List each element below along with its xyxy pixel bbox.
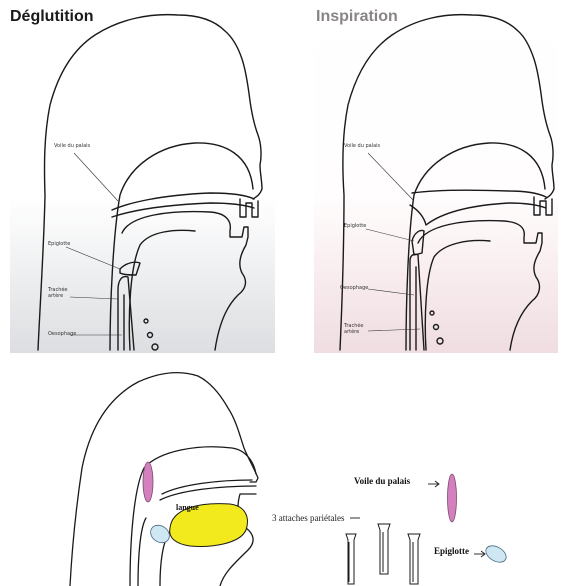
label-oesophage: Oesophage (340, 285, 368, 291)
label-voile-du-palais: Voile du palais (344, 143, 380, 149)
inspiration-head-drawing (314, 5, 558, 353)
epiglotte-shape (147, 522, 173, 547)
deglutition-title: Déglutition (10, 8, 94, 26)
deglutition-head-drawing (10, 5, 275, 353)
deglutition-panel: Déglutition Voile du palais Epiglotte Tr… (10, 5, 275, 353)
label-oesophage: Oesophage (48, 331, 76, 337)
label-epiglotte: Epiglotte (434, 546, 469, 556)
label-epiglotte: Epiglotte (344, 223, 366, 229)
inspiration-panel: Inspiration Voile du palais Epiglotte Oe… (314, 5, 558, 353)
label-langue: langue (176, 503, 199, 512)
label-epiglotte: Epiglotte (48, 241, 70, 247)
label-attaches-parietales: 3 attaches pariétales (272, 513, 344, 523)
schema-drawing (60, 358, 561, 586)
inspiration-title: Inspiration (316, 8, 398, 26)
epiglotte-detached (483, 542, 509, 565)
label-trachee-artere: Trachée artère (344, 323, 368, 335)
label-voile-du-palais: Voile du palais (54, 143, 90, 149)
label-voile-du-palais: Voile du palais (354, 476, 410, 486)
voile-du-palais-detached (448, 474, 457, 522)
label-trachee-artere: Trachée artère (48, 287, 72, 299)
attaches-parietales (346, 524, 420, 584)
schema-panel: langue Voile du palais 3 attaches pariét… (60, 358, 561, 586)
voile-du-palais-shape (143, 462, 153, 502)
